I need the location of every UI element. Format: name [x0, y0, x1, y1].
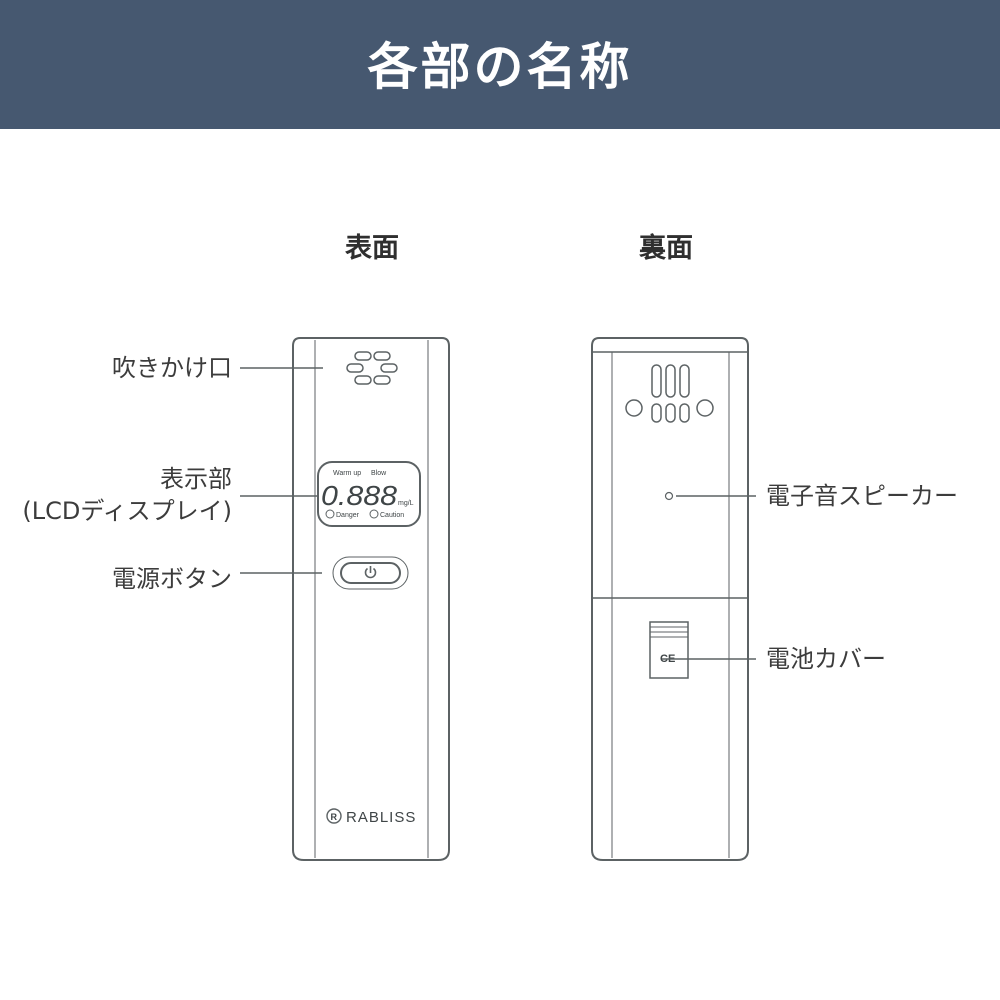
front-body-outline: [292, 337, 450, 861]
display-label: 表示部 (LCDディスプレイ): [20, 463, 232, 527]
front-view-title: 表面: [345, 233, 399, 264]
display-label-line2: (LCDディスプレイ): [22, 497, 232, 525]
display-label-line1: 表示部: [160, 465, 232, 493]
battery-cover-label: 電池カバー: [766, 645, 886, 673]
power-button: [340, 562, 401, 584]
lcd-display: [317, 461, 421, 527]
lcd-caution-label: Caution: [380, 512, 404, 519]
back-vent-icon: [625, 364, 714, 423]
page-title: 各部の名称: [367, 37, 633, 96]
back-device: [591, 337, 749, 861]
danger-icon: [325, 509, 335, 519]
lcd-digits: 0.888: [321, 480, 397, 511]
brand-logo-letter: R: [331, 812, 338, 822]
power-icon: [364, 566, 377, 579]
lcd-warmup-label: Warm up: [333, 470, 361, 477]
speaker-label: 電子音スピーカー: [766, 482, 958, 510]
back-body-outline: [591, 337, 749, 861]
speaker-hole-icon: [664, 491, 674, 501]
leader-lines: [240, 367, 756, 660]
lcd-danger-label: Danger: [336, 512, 360, 519]
mouthpiece-label: 吹きかけ口: [112, 354, 232, 382]
lcd-blow-label: Blow: [371, 470, 387, 477]
power-button-recess: [332, 556, 409, 590]
lcd-unit-label: mg/L: [398, 500, 414, 507]
header-bar: 各部の名称: [0, 0, 1000, 129]
front-device: [292, 337, 450, 861]
battery-cover: [649, 621, 689, 679]
brand-name: RABLISS: [346, 809, 416, 826]
caution-icon: [369, 509, 379, 519]
back-view-title: 裏面: [639, 233, 693, 264]
mouthpiece-grille-icon: [346, 351, 398, 385]
brand-logo-icon: [326, 808, 342, 824]
power-button-label: 電源ボタン: [112, 565, 232, 593]
